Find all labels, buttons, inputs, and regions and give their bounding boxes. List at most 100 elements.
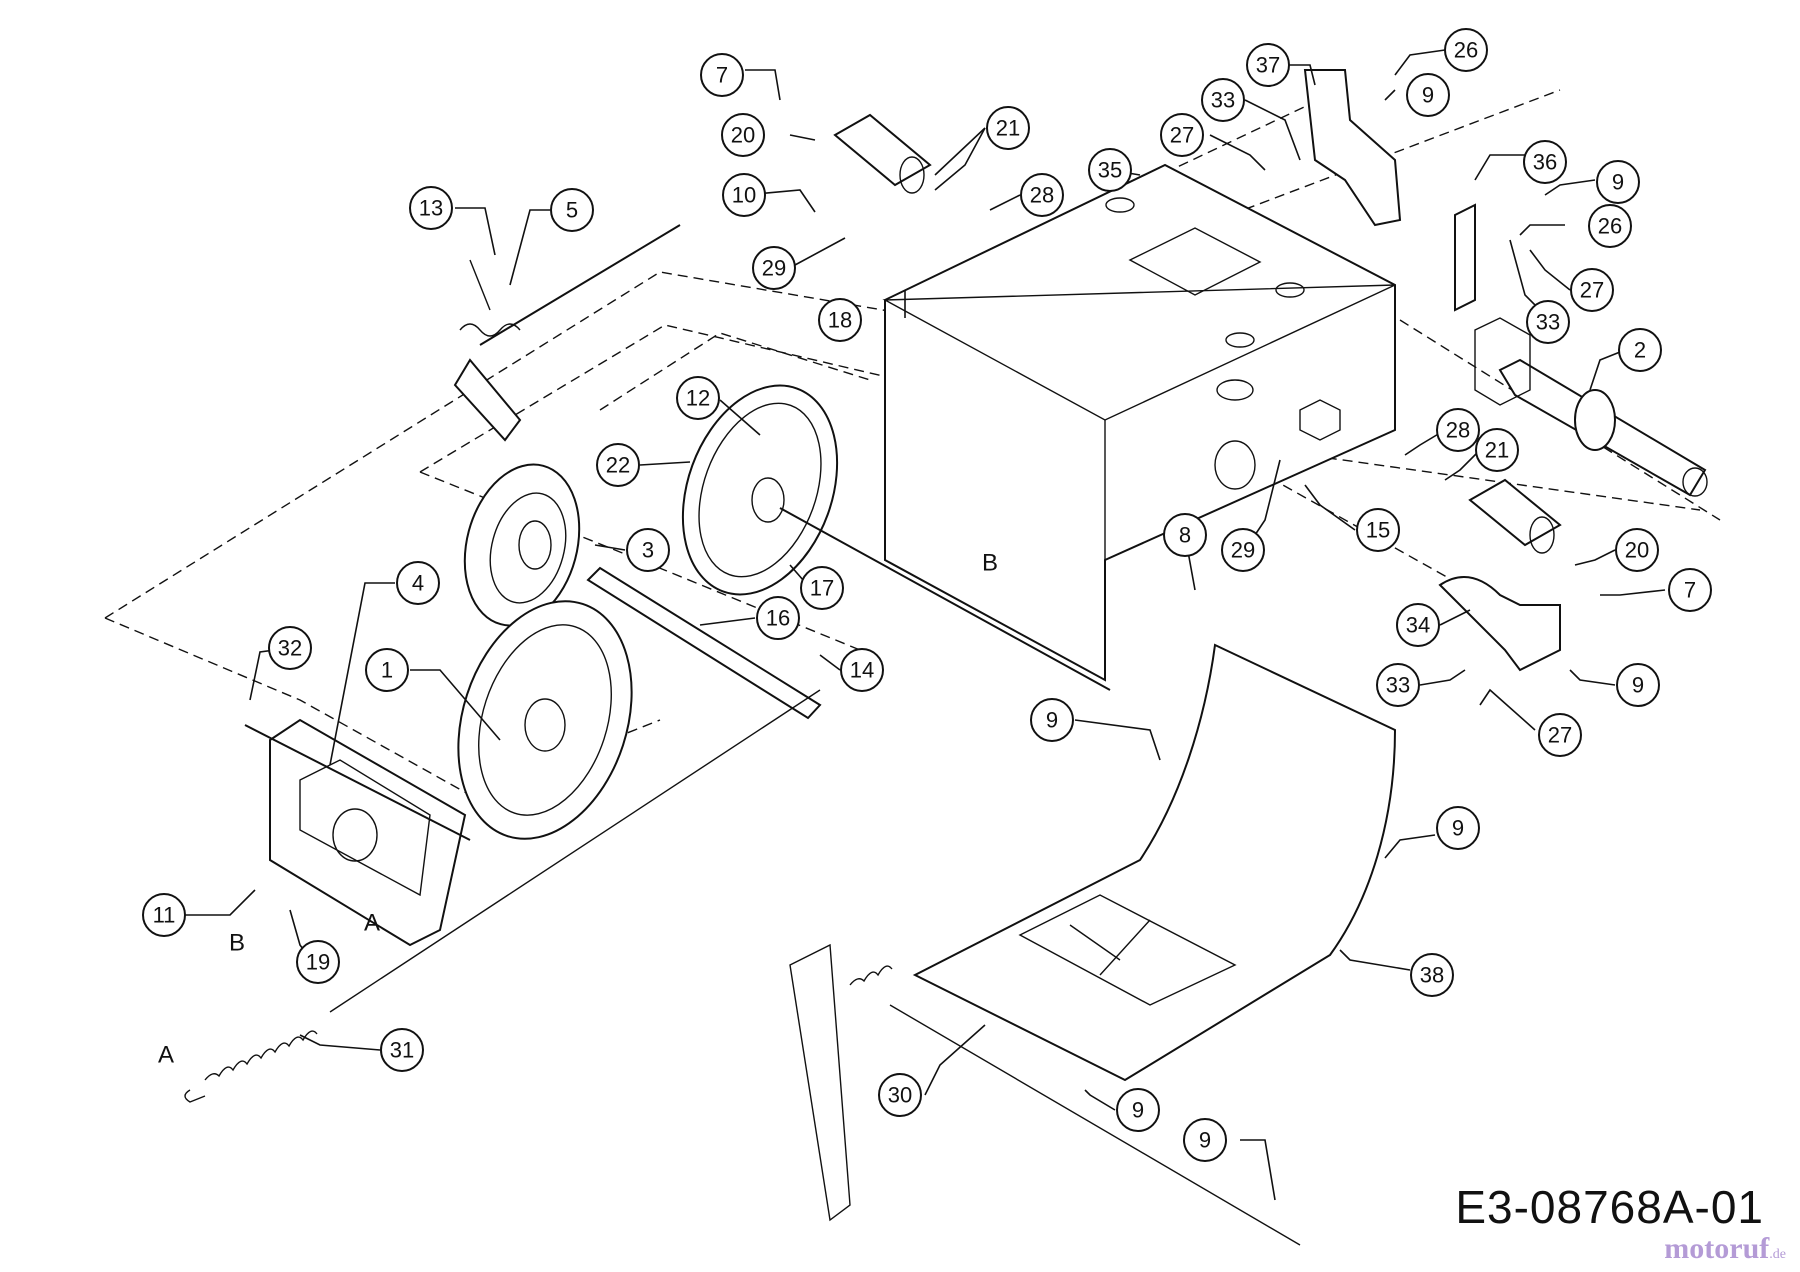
callout: 31 (380, 1028, 424, 1072)
svg-text:14: 14 (850, 658, 874, 683)
svg-text:10: 10 (732, 183, 756, 208)
callout: 35 (1088, 148, 1132, 192)
callout: 2 (1618, 328, 1662, 372)
callout: 11 (142, 893, 186, 937)
ref-letter-b-nut: B (229, 930, 245, 957)
ref-letter-a-spring: A (158, 1042, 174, 1069)
callout: 16 (756, 596, 800, 640)
callout: 17 (800, 566, 844, 610)
callout: 37 (1246, 43, 1290, 87)
callout: 28 (1436, 408, 1480, 452)
axle-2 (1474, 317, 1708, 497)
drive-disc-1 (457, 600, 633, 840)
callout: 34 (1396, 603, 1440, 647)
bushings (833, 113, 1562, 554)
callout: 9 (1406, 73, 1450, 117)
svg-text:33: 33 (1386, 673, 1410, 698)
svg-text:26: 26 (1454, 38, 1478, 63)
callout: 33 (1376, 663, 1420, 707)
svg-text:12: 12 (686, 386, 710, 411)
svg-text:17: 17 (810, 576, 834, 601)
callout: 15 (1356, 508, 1400, 552)
svg-text:21: 21 (1485, 438, 1509, 463)
svg-text:34: 34 (1406, 613, 1430, 638)
callout: 9 (1616, 663, 1660, 707)
callout: 21 (1475, 428, 1519, 472)
callout: 7 (700, 53, 744, 97)
callout: 20 (721, 113, 765, 157)
svg-text:18: 18 (828, 308, 852, 333)
callout: 19 (296, 940, 340, 984)
svg-text:9: 9 (1046, 708, 1058, 733)
callout: 27 (1570, 268, 1614, 312)
callout: 1 (365, 648, 409, 692)
callout: 21 (986, 106, 1030, 150)
svg-text:9: 9 (1612, 170, 1624, 195)
svg-text:33: 33 (1211, 88, 1235, 113)
callout: 26 (1588, 204, 1632, 248)
svg-text:2: 2 (1634, 338, 1646, 363)
callout: 26 (1444, 28, 1488, 72)
svg-text:35: 35 (1098, 158, 1122, 183)
plates-36-37 (1303, 69, 1476, 312)
svg-text:29: 29 (1231, 538, 1255, 563)
pulley-3 (463, 463, 581, 627)
drawing-code: E3-08768A-01 (1455, 1181, 1764, 1233)
svg-text:20: 20 (731, 123, 755, 148)
svg-text:9: 9 (1199, 1128, 1211, 1153)
leader-lines (185, 49, 1666, 1201)
svg-text:7: 7 (1684, 578, 1696, 603)
svg-text:30: 30 (888, 1083, 912, 1108)
bracket-4 (244, 718, 471, 947)
svg-text:28: 28 (1030, 183, 1054, 208)
callout: 9 (1030, 698, 1074, 742)
spring-31 (184, 689, 821, 1103)
svg-text:22: 22 (606, 453, 630, 478)
svg-text:16: 16 (766, 606, 790, 631)
svg-text:11: 11 (153, 903, 176, 928)
callout: 14 (840, 648, 884, 692)
svg-text:33: 33 (1536, 310, 1560, 335)
callout: 9 (1436, 806, 1480, 850)
svg-text:5: 5 (566, 198, 578, 223)
shaft-16 (586, 566, 822, 720)
svg-text:32: 32 (278, 636, 302, 661)
callout: 20 (1615, 528, 1659, 572)
callout: 30 (878, 1073, 922, 1117)
callout: 12 (676, 376, 720, 420)
callout: 27 (1538, 713, 1582, 757)
callout: 9 (1596, 160, 1640, 204)
callout: 28 (1020, 173, 1064, 217)
svg-text:29: 29 (762, 256, 786, 281)
svg-text:36: 36 (1533, 150, 1557, 175)
frame-housing (882, 163, 1396, 682)
bracket-34 (1438, 576, 1561, 672)
svg-text:27: 27 (1170, 123, 1194, 148)
watermark-logo: motoruf.de (1664, 1232, 1786, 1266)
callout: 29 (752, 246, 796, 290)
callout: 33 (1526, 300, 1570, 344)
callout: 33 (1201, 78, 1245, 122)
svg-text:9: 9 (1632, 673, 1644, 698)
svg-text:3: 3 (642, 538, 654, 563)
callout: 10 (722, 173, 766, 217)
svg-text:1: 1 (381, 658, 393, 683)
watermark-suffix: .de (1769, 1247, 1786, 1262)
spring-30 (789, 943, 1301, 1246)
svg-text:20: 20 (1625, 538, 1649, 563)
svg-text:31: 31 (390, 1038, 414, 1063)
svg-text:27: 27 (1548, 723, 1572, 748)
watermark-main: motoruf (1664, 1232, 1770, 1265)
callout: 29 (1221, 528, 1265, 572)
callout: 32 (268, 626, 312, 670)
svg-text:19: 19 (306, 950, 330, 975)
callout: 38 (1410, 953, 1454, 997)
svg-text:28: 28 (1446, 418, 1470, 443)
callout: 22 (596, 443, 640, 487)
svg-text:8: 8 (1179, 523, 1191, 548)
callout: 3 (626, 528, 670, 572)
callout: 13 (409, 186, 453, 230)
ref-letter-b-frame: B (982, 550, 998, 577)
callout: 9 (1116, 1088, 1160, 1132)
